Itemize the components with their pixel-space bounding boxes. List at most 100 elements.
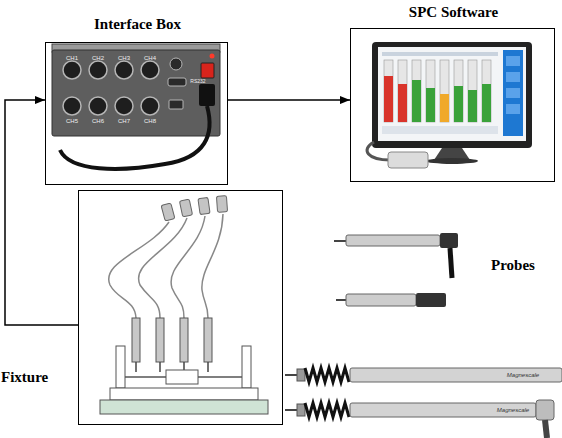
channel-connector xyxy=(89,61,107,79)
fixture-post xyxy=(242,346,251,388)
probe-spring xyxy=(305,403,349,417)
channel-label: CH1 xyxy=(62,55,82,61)
probe-cable xyxy=(450,248,452,278)
probe-nose xyxy=(297,404,305,416)
monitor-bezel xyxy=(372,42,532,148)
gauge-bar xyxy=(426,88,435,122)
din-connector xyxy=(170,58,182,70)
probe-tip xyxy=(285,409,297,411)
gauge-tube xyxy=(412,60,421,122)
power-cable xyxy=(60,106,210,169)
serial-plug xyxy=(388,152,428,168)
gauge-probe xyxy=(180,318,188,362)
fixture-frame: Fixture xyxy=(78,190,283,425)
gauge-bar xyxy=(482,84,491,122)
sidebar-button xyxy=(506,88,520,98)
probe-wire xyxy=(202,214,223,318)
frame-heading: Fixture xyxy=(1,369,71,386)
group-label: Probes xyxy=(478,258,548,273)
frame-heading: Interface Box xyxy=(26,16,249,33)
gauge-probe xyxy=(156,318,164,362)
gauge-bar xyxy=(412,80,421,122)
channel-connector xyxy=(141,61,159,79)
gauge-tube xyxy=(454,60,463,122)
sidebar-button xyxy=(506,104,520,114)
gauge-probe xyxy=(132,318,140,362)
channel-connector xyxy=(63,97,81,115)
probe-connector xyxy=(179,199,192,217)
device-body xyxy=(52,50,220,136)
channel-connector xyxy=(89,97,107,115)
gauge-tube xyxy=(426,60,435,122)
monitor-base xyxy=(426,158,478,164)
channel-connector xyxy=(141,97,159,115)
sidebar-button xyxy=(506,56,520,66)
power-led xyxy=(210,54,215,59)
fixture-post xyxy=(116,346,125,388)
probe-cap xyxy=(416,293,446,307)
interface-box-frame: Interface Box xyxy=(45,42,228,185)
channel-connector xyxy=(115,61,133,79)
channel-label: CH8 xyxy=(140,118,160,124)
brand-label: Magnescale xyxy=(498,372,548,378)
probe-cable xyxy=(545,420,547,438)
gauge-bar xyxy=(454,86,463,122)
gauge-probe xyxy=(204,318,212,362)
gauge-tube xyxy=(440,60,449,122)
probe-tip xyxy=(285,374,297,376)
probe-wire xyxy=(109,222,169,318)
probe-elbow xyxy=(536,400,554,420)
fixture-base xyxy=(100,400,268,414)
probe-body xyxy=(350,368,562,382)
screen-footer xyxy=(382,126,498,134)
power-switch xyxy=(201,63,214,78)
probe-connector xyxy=(198,197,210,214)
gauge-bar xyxy=(468,90,477,122)
channel-label: CH7 xyxy=(114,118,134,124)
channel-label: CH4 xyxy=(140,55,160,61)
probe-tip xyxy=(336,299,346,301)
gauge-tube xyxy=(384,60,393,122)
signal-arrow xyxy=(5,100,78,325)
probe-connector xyxy=(216,196,227,213)
channel-label: CH3 xyxy=(114,55,134,61)
port-label: RS232 xyxy=(187,79,209,84)
channel-label: CH2 xyxy=(88,55,108,61)
workpiece xyxy=(166,370,198,384)
channel-connector xyxy=(115,97,133,115)
gauge-tube xyxy=(398,60,407,122)
usb-connector xyxy=(169,100,183,109)
probe-wire xyxy=(171,216,205,318)
probe-body xyxy=(346,235,440,246)
serial-connector xyxy=(168,78,186,86)
probe-nose xyxy=(297,369,305,381)
screen-header xyxy=(382,52,498,56)
gauge-tube xyxy=(468,60,477,122)
frame-heading: SPC Software xyxy=(351,4,556,21)
gauge-bar xyxy=(440,94,449,122)
signal-arrow xyxy=(228,99,350,101)
sidebar-button xyxy=(506,72,520,82)
software-frame: SPC Software xyxy=(350,28,555,182)
channel-label: CH5 xyxy=(62,118,82,124)
brand-label: Magnescale xyxy=(488,407,538,413)
screen-sidebar xyxy=(503,50,523,136)
probe-elbow xyxy=(440,233,458,248)
channel-label: CH6 xyxy=(88,118,108,124)
probe-body xyxy=(346,294,416,306)
gauge-bar xyxy=(384,76,393,122)
gauge-bar xyxy=(398,84,407,122)
fixture-block xyxy=(110,388,258,400)
probe-spring xyxy=(305,368,349,382)
serial-cable xyxy=(367,142,390,160)
monitor-screen xyxy=(378,47,526,141)
probe-wire xyxy=(139,218,187,318)
channel-connector xyxy=(63,61,81,79)
probe-tip xyxy=(334,240,346,242)
gauge-tube xyxy=(482,60,491,122)
power-plug xyxy=(199,84,215,106)
probe-connector xyxy=(161,203,175,221)
